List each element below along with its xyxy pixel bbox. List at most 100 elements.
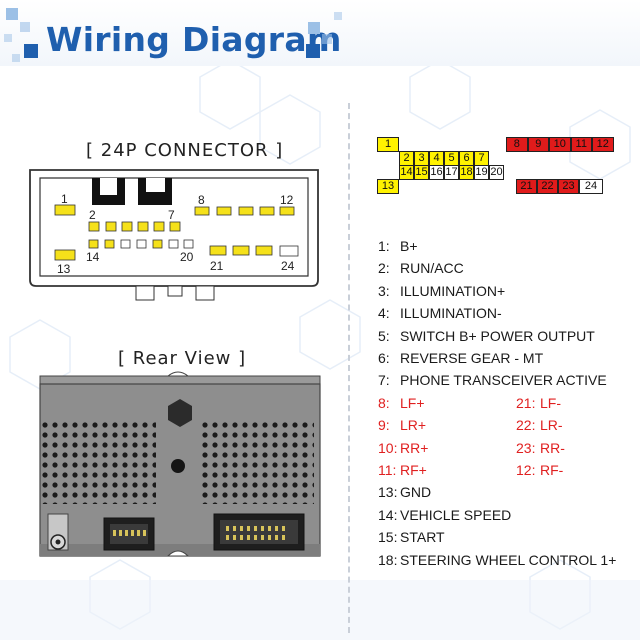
legend-pin-number: 12: xyxy=(516,462,536,478)
pin-9 xyxy=(216,206,232,216)
pin-22 xyxy=(232,245,250,256)
legend-pin-number: 13: xyxy=(378,484,398,501)
legend-row: 10:RR+ xyxy=(378,440,428,456)
connector-tab xyxy=(167,285,183,297)
grid-cell-4: 4 xyxy=(429,151,444,166)
grid-cell-11: 11 xyxy=(570,137,592,152)
connector-tab xyxy=(195,285,215,301)
legend-pin-number: 21: xyxy=(516,394,536,411)
pin-label-8: 8 xyxy=(198,193,205,207)
legend-pin-function: RR- xyxy=(540,439,565,456)
legend-pin-number: 4: xyxy=(378,305,390,322)
legend-pin-number: 9: xyxy=(378,417,390,434)
legend-row: 21:LF- xyxy=(516,395,561,411)
deco-square xyxy=(308,22,320,34)
pin-5 xyxy=(137,221,149,232)
connector-inner-frame xyxy=(39,177,309,277)
legend-pin-function: SWITCH B+ POWER OUTPUT xyxy=(400,327,595,344)
deco-square xyxy=(322,34,332,44)
deco-square xyxy=(24,44,38,58)
deco-square xyxy=(20,22,30,32)
connector-key-left-gap xyxy=(100,178,117,195)
pin-23 xyxy=(255,245,273,256)
legend-pin-number: 10: xyxy=(378,439,398,456)
grid-cell-17: 17 xyxy=(444,165,459,180)
rear-bottom-notch xyxy=(166,550,190,557)
pin-label-7: 7 xyxy=(168,208,175,222)
vent-grid-right xyxy=(200,420,314,504)
grid-cell-9: 9 xyxy=(527,137,549,152)
pin-15 xyxy=(104,239,115,249)
grid-cell-13: 13 xyxy=(377,179,399,194)
legend-row: 23:RR- xyxy=(516,440,565,456)
grid-cell-24: 24 xyxy=(579,179,603,194)
grid-cell-1: 1 xyxy=(377,137,399,152)
legend-row: 4: ILLUMINATION- xyxy=(378,305,502,321)
legend-row: 12:RF- xyxy=(516,462,563,478)
legend-row: 7:PHONE TRANSCEIVER ACTIVE xyxy=(378,372,607,388)
legend-pin-function: LF+ xyxy=(400,394,425,411)
deco-square xyxy=(4,34,12,42)
legend-row: 3:ILLUMINATION+ xyxy=(378,283,505,299)
pin-7 xyxy=(169,221,181,232)
legend-pin-number: 6: xyxy=(378,350,390,366)
pin-label-12: 12 xyxy=(280,193,294,207)
grid-cell-14: 14 xyxy=(399,165,414,180)
legend-pin-function: RUN/ACC xyxy=(400,260,464,277)
pin-21 xyxy=(209,245,227,256)
connector-heading: [ 24P CONNECTOR ] xyxy=(86,140,284,161)
deco-square xyxy=(306,44,320,58)
legend-pin-number: 11: xyxy=(378,462,397,478)
screw-hole xyxy=(171,459,185,473)
legend-pin-number: 5: xyxy=(378,327,390,344)
pin-label-24: 24 xyxy=(281,259,295,273)
legend-pin-number: 18: xyxy=(378,551,398,568)
hex-nut xyxy=(168,399,192,427)
legend-pin-function: LR- xyxy=(540,417,563,434)
grid-cell-8: 8 xyxy=(506,137,528,152)
legend-pin-number: 7: xyxy=(378,372,390,389)
deco-square xyxy=(6,8,18,20)
pin-8 xyxy=(194,206,210,216)
vent-grid-left xyxy=(42,420,156,504)
grid-cell-6: 6 xyxy=(459,151,474,166)
rear-view-unit xyxy=(39,371,321,557)
legend-pin-function: VEHICLE SPEED xyxy=(400,506,512,523)
grid-cell-15: 15 xyxy=(414,165,429,180)
legend-pin-number: 15: xyxy=(378,529,398,546)
legend-pin-number: 2: xyxy=(378,260,390,277)
pin-13 xyxy=(54,249,76,261)
legend-row: 13:GND xyxy=(378,484,431,500)
legend-pin-function: ILLUMINATION- xyxy=(400,305,502,322)
connector-tab xyxy=(135,285,155,301)
pin-label-2: 2 xyxy=(89,208,96,222)
pin-12 xyxy=(279,206,295,216)
legend-row: 15:START xyxy=(378,529,445,545)
deco-square xyxy=(334,12,342,20)
legend-row: 11:RF+ xyxy=(378,462,427,478)
grid-cell-20: 20 xyxy=(489,165,504,180)
legend-pin-number: 23: xyxy=(516,439,536,456)
header-band xyxy=(0,0,640,66)
legend-row: 8: LF+ xyxy=(378,395,425,411)
grid-cell-22: 22 xyxy=(537,179,558,194)
grid-cell-3: 3 xyxy=(414,151,429,166)
grid-cell-5: 5 xyxy=(444,151,459,166)
pin-20 xyxy=(183,239,194,249)
legend-row: 2: RUN/ACC xyxy=(378,260,464,276)
rear-top-notch xyxy=(166,371,190,377)
legend-row: 18:STEERING WHEEL CONTROL 1+ xyxy=(378,552,616,568)
pin-14 xyxy=(88,239,99,249)
pin-6 xyxy=(153,221,165,232)
legend-pin-number: 8: xyxy=(378,394,390,411)
rear-view-heading: [ Rear View ] xyxy=(118,348,247,369)
pin-10 xyxy=(238,206,254,216)
legend-pin-number: 3: xyxy=(378,282,390,299)
pin-label-21: 21 xyxy=(210,259,224,273)
pin-19 xyxy=(168,239,179,249)
grid-cell-2: 2 xyxy=(399,151,414,166)
legend-pin-number: 1: xyxy=(378,238,390,254)
connector-diagram xyxy=(29,169,319,301)
legend-row: 1:B+ xyxy=(378,238,418,254)
